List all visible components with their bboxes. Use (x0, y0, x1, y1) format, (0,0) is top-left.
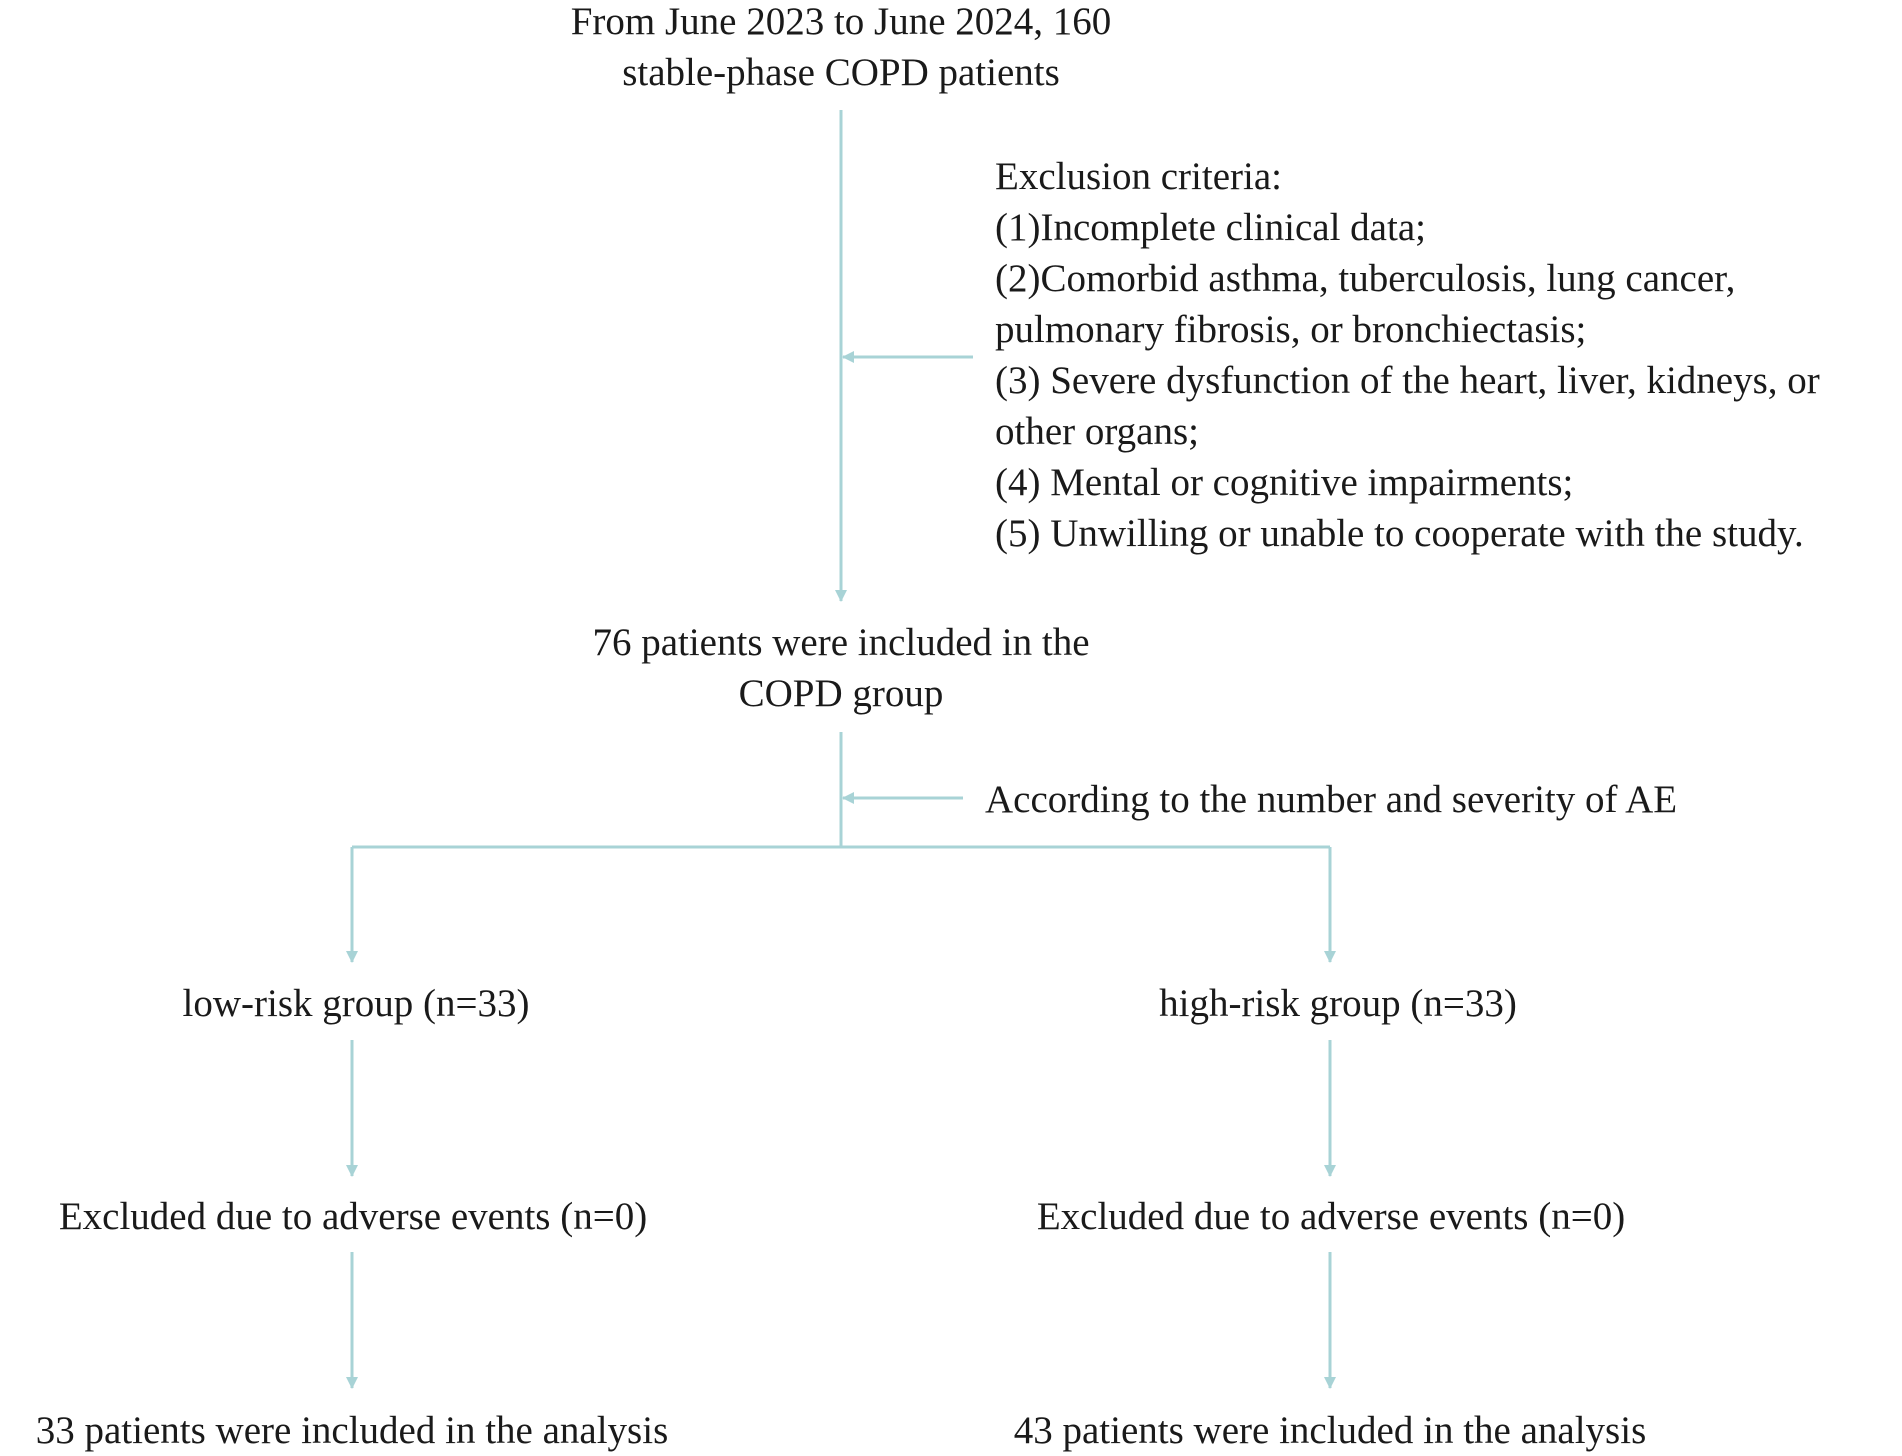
split-criterion-label: According to the number and severity of … (985, 778, 1678, 821)
source-line-2: stable-phase COPD patients (622, 51, 1060, 94)
exclusion-line-7: (5) Unwilling or unable to cooperate wit… (995, 512, 1804, 555)
included-line-2: COPD group (738, 672, 944, 715)
exclusion-line-4: (3) Severe dysfunction of the heart, liv… (995, 359, 1820, 402)
exclusion-line-5: other organs; (995, 410, 1199, 453)
high-risk-group-node: high-risk group (n=33) (1159, 982, 1517, 1025)
high-risk-analysis-node: 43 patients were included in the analysi… (1013, 1409, 1647, 1452)
exclusion-line-3: pulmonary fibrosis, or bronchiectasis; (995, 308, 1587, 351)
exclusion-heading: Exclusion criteria: (995, 155, 1282, 198)
included-line-1: 76 patients were included in the (592, 621, 1090, 664)
high-risk-excluded-node: Excluded due to adverse events (n=0) (1036, 1195, 1626, 1238)
exclusion-criteria-node: Exclusion criteria: (1)Incomplete clinic… (995, 151, 1820, 559)
exclusion-line-6: (4) Mental or cognitive impairments; (995, 461, 1574, 504)
low-risk-analysis-node: 33 patients were included in the analysi… (35, 1409, 669, 1452)
included-copd-node: 76 patients were included in the COPD gr… (592, 617, 1089, 719)
connector-lines (346, 110, 1336, 1389)
source-population-node: From June 2023 to June 2024, 160 stable-… (571, 0, 1112, 98)
low-risk-excluded-node: Excluded due to adverse events (n=0) (58, 1195, 648, 1238)
source-line-1: From June 2023 to June 2024, 160 (570, 0, 1112, 43)
exclusion-line-1: (1)Incomplete clinical data; (995, 206, 1426, 249)
exclusion-line-2: (2)Comorbid asthma, tuberculosis, lung c… (995, 257, 1736, 300)
low-risk-group-node: low-risk group (n=33) (182, 982, 530, 1025)
